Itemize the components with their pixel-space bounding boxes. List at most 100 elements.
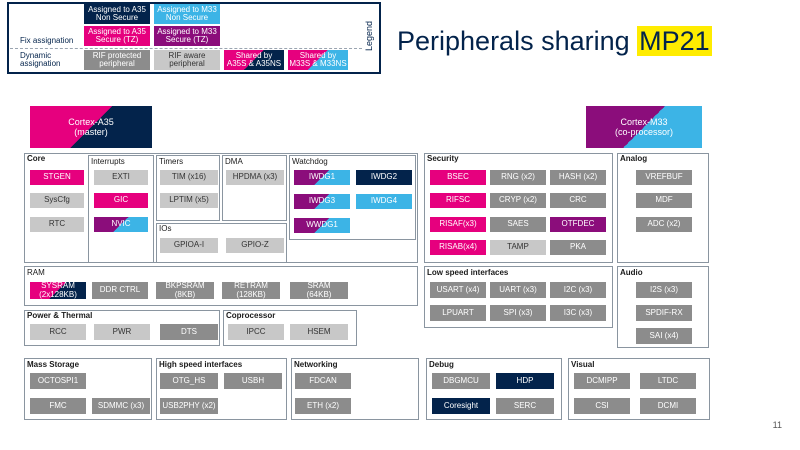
block-usart: USART (x4) <box>430 282 486 298</box>
block-vrefbuf: VREFBUF <box>636 170 692 185</box>
block-coresight: Coresight <box>432 398 490 414</box>
title-prefix: Peripherals sharing <box>397 26 638 56</box>
block-hdp: HDP <box>496 373 554 389</box>
group-networking-title: Networking <box>294 360 338 369</box>
block-pka: PKA <box>550 240 606 255</box>
block-sysram: SYSRAM (2x128KB) <box>30 282 86 299</box>
group-low-speed <box>424 266 613 328</box>
group-audio <box>617 266 709 348</box>
legend-title: Legend <box>364 20 374 52</box>
group-security-title: Security <box>427 154 459 163</box>
block-rng: RNG (x2) <box>490 170 546 185</box>
block-syscfg: SysCfg <box>30 193 84 208</box>
block-fmc: FMC <box>30 398 86 414</box>
block-i3c: I3C (x3) <box>550 305 606 321</box>
group-ios <box>156 223 287 263</box>
group-low-speed-title: Low speed interfaces <box>427 268 509 277</box>
legend-a35-secure: Assigned to A35 Secure (TZ) <box>84 26 150 46</box>
page-title: Peripherals sharing MP21 <box>397 26 712 57</box>
block-fdcan: FDCAN <box>295 373 351 389</box>
group-mass-storage <box>24 358 152 420</box>
block-hsem: HSEM <box>290 324 348 340</box>
group-audio-title: Audio <box>620 268 643 277</box>
group-timers <box>156 155 220 221</box>
block-hash: HASH (x2) <box>550 170 606 185</box>
group-visual <box>568 358 710 420</box>
group-debug <box>426 358 562 420</box>
group-coprocessor-title: Coprocessor <box>226 311 276 320</box>
block-iwdg2: IWDG2 <box>356 170 412 185</box>
legend-divider <box>10 48 362 49</box>
group-watchdog <box>289 155 416 240</box>
block-rcc: RCC <box>30 324 86 340</box>
block-cryp: CRYP (x2) <box>490 193 546 208</box>
cortex-m33-core: Cortex-M33 (co-processor) <box>586 106 702 148</box>
block-iwdg1: IWDG1 <box>294 170 350 185</box>
group-mass-storage-title: Mass Storage <box>27 360 80 369</box>
block-otghs: OTG_HS <box>160 373 218 389</box>
page-number: 11 <box>772 420 782 430</box>
block-gpioz: GPIO-Z <box>226 238 284 253</box>
group-debug-title: Debug <box>429 360 454 369</box>
block-bsec: BSEC <box>430 170 486 185</box>
block-wwdg1: WWDG1 <box>294 218 350 233</box>
group-interrupts-title: Interrupts <box>91 157 125 166</box>
block-dbgmcu: DBGMCU <box>432 373 490 389</box>
block-tim: TIM (x16) <box>160 170 218 185</box>
group-high-speed <box>156 358 287 420</box>
group-dma-title: DMA <box>225 157 243 166</box>
block-serc: SERC <box>496 398 554 414</box>
block-risab: RISAB(x4) <box>430 240 486 255</box>
block-crc: CRC <box>550 193 606 208</box>
block-mdf: MDF <box>636 193 692 208</box>
block-lptim: LPTIM (x5) <box>160 193 218 208</box>
block-nvic: NVIC <box>94 217 148 232</box>
block-i2s: I2S (x3) <box>636 282 692 298</box>
group-analog-title: Analog <box>620 154 648 163</box>
block-sdmmc: SDMMC (x3) <box>92 398 150 414</box>
group-high-speed-title: High speed interfaces <box>159 360 243 369</box>
block-lpuart: LPUART <box>430 305 486 321</box>
legend-m33-secure: Assigned to M33 Secure (TZ) <box>154 26 220 46</box>
block-sai: SAI (x4) <box>636 328 692 344</box>
legend-m33-nonsecure: Assigned to M33 Non Secure <box>154 4 220 24</box>
block-eth: ETH (x2) <box>295 398 351 414</box>
group-dma <box>222 155 287 221</box>
group-security <box>424 153 613 263</box>
block-ddrctrl: DDR CTRL <box>92 282 148 299</box>
legend-a35-nonsecure: Assigned to A35 Non Secure <box>84 4 150 24</box>
block-dts: DTS <box>160 324 218 340</box>
block-gic: GIC <box>94 193 148 208</box>
block-usbh: USBH <box>224 373 282 389</box>
block-iwdg3: IWDG3 <box>294 194 350 209</box>
block-sram: SRAM (64KB) <box>290 282 348 299</box>
block-tamp: TAMP <box>490 240 546 255</box>
block-dcmi: DCMI <box>640 398 696 414</box>
block-adc: ADC (x2) <box>636 217 692 232</box>
block-gpioai: GPIOA-I <box>160 238 218 253</box>
group-watchdog-title: Watchdog <box>292 157 328 166</box>
group-networking <box>291 358 419 420</box>
block-csi: CSI <box>574 398 630 414</box>
legend-frame <box>7 2 381 74</box>
block-uart: UART (x3) <box>490 282 546 298</box>
block-hpdma: HPDMA (x3) <box>226 170 284 185</box>
block-saes: SAES <box>490 217 546 232</box>
group-ram <box>24 266 418 306</box>
block-spdif: SPDIF-RX <box>636 305 692 321</box>
block-risaf: RISAF(x3) <box>430 217 486 232</box>
block-retram: RETRAM (128KB) <box>222 282 280 299</box>
group-core-title: Core <box>27 154 46 163</box>
title-highlight: MP21 <box>637 26 712 56</box>
cortex-a35-core: Cortex-A35 (master) <box>30 106 152 148</box>
group-analog <box>617 153 709 263</box>
block-usb2phy: USB2PHY (x2) <box>160 398 218 414</box>
block-ltdc: LTDC <box>640 373 696 389</box>
group-power-title: Power & Thermal <box>27 311 93 320</box>
legend-rif-aware: RIF aware peripheral <box>154 50 220 70</box>
group-interrupts <box>88 155 154 263</box>
block-rtc: RTC <box>30 217 84 232</box>
legend-shared-m33: Shared by M33S & M33NS <box>288 50 348 70</box>
block-ipcc: IPCC <box>228 324 284 340</box>
legend-row-fix-label: Fix assignation <box>20 36 74 45</box>
